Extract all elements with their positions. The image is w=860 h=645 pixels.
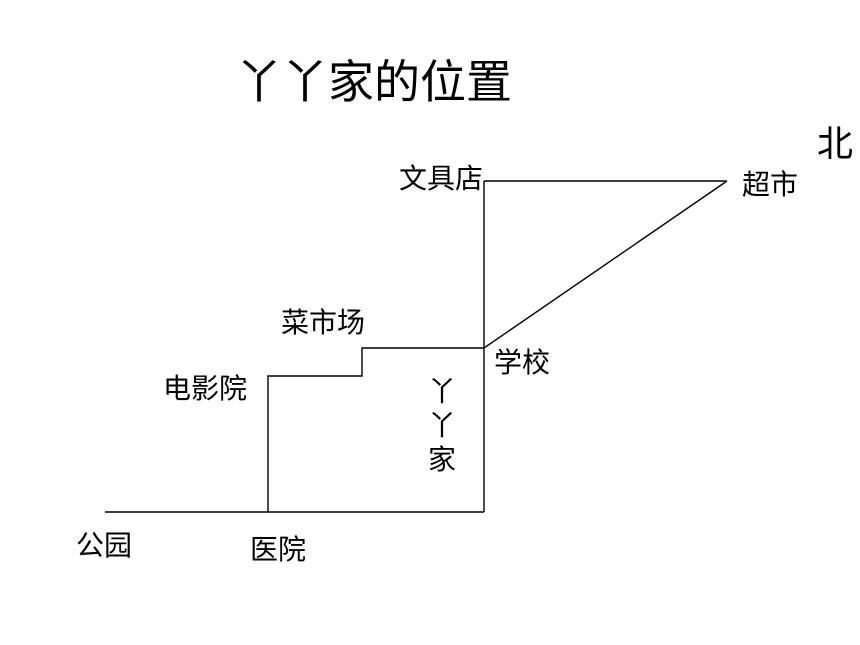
label-hospital: 医院 (250, 533, 307, 566)
label-stationery-store: 文具店 (399, 162, 484, 195)
label-school: 学校 (494, 346, 551, 379)
label-yaya-home: 丫丫家 (427, 375, 456, 476)
label-park: 公园 (76, 529, 133, 562)
road-market-step (267, 347, 484, 512)
road-school-supermarket (483, 180, 728, 349)
label-vegetable-market: 菜市场 (281, 306, 366, 339)
page-title: 丫丫家的位置 (236, 55, 512, 109)
label-cinema: 电影院 (163, 372, 248, 405)
label-supermarket: 超市 (742, 168, 799, 201)
north-indicator: 北 (817, 124, 854, 165)
